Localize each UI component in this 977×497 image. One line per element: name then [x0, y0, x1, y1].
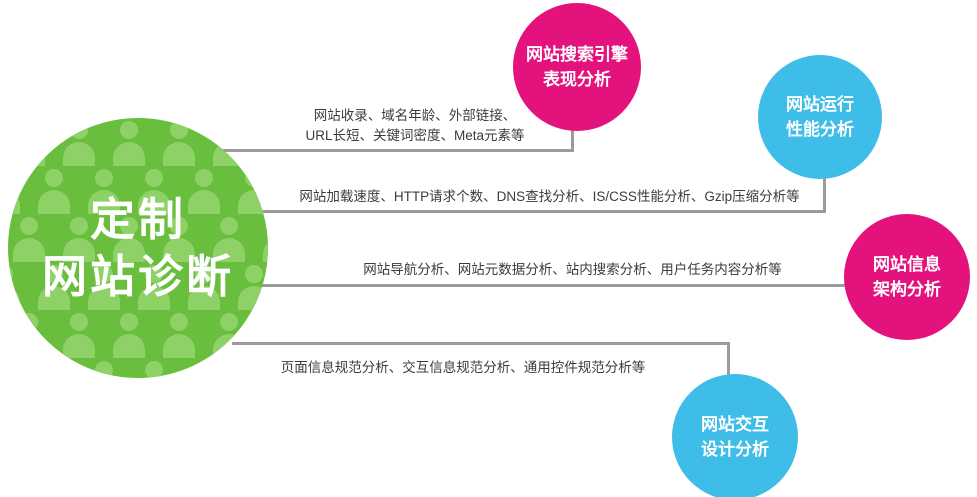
connector-label-text: 网站加载速度、HTTP请求个数、DNS查找分析、IS/CSS性能分析、Gzip压… [299, 189, 800, 204]
node-search-engine-analysis: 网站搜索引擎 表现分析 [513, 3, 641, 131]
connector-interaction-vertical-line [727, 342, 730, 378]
node-label: 网站信息 架构分析 [873, 255, 941, 299]
main-title-line1: 定制 [89, 194, 186, 245]
connector-label-text: 页面信息规范分析、交互信息规范分析、通用控件规范分析等 [280, 360, 646, 375]
connector-interaction-horizontal-line [232, 342, 730, 345]
connector-performance-horizontal-line [248, 210, 826, 213]
connector-interaction-label: 页面信息规范分析、交互信息规范分析、通用控件规范分析等 [238, 358, 688, 378]
connector-label-text: URL长短、关键词密度、Meta元素等 [305, 128, 525, 143]
node-performance-analysis: 网站运行 性能分析 [758, 55, 882, 179]
connector-architecture-horizontal-line [260, 284, 850, 287]
people-pattern [8, 118, 268, 378]
connector-performance-vertical-line [823, 176, 826, 213]
connector-search-engine-horizontal-line [222, 149, 574, 152]
main-circle: 定制 网站诊断 [8, 118, 268, 378]
node-information-architecture-analysis: 网站信息 架构分析 [844, 214, 970, 340]
main-title: 定制 网站诊断 [8, 118, 268, 378]
node-interaction-design-analysis: 网站交互 设计分析 [672, 374, 798, 497]
connector-search-engine-label: 网站收录、域名年龄、外部链接、 URL长短、关键词密度、Meta元素等 [255, 106, 575, 146]
connector-label-text: 网站导航分析、网站元数据分析、站内搜索分析、用户任务内容分析等 [363, 262, 782, 277]
node-label: 网站交互 设计分析 [701, 415, 769, 459]
connector-label-text: 网站收录、域名年龄、外部链接、 [313, 108, 517, 123]
connector-architecture-label: 网站导航分析、网站元数据分析、站内搜索分析、用户任务内容分析等 [300, 260, 845, 280]
connector-performance-label: 网站加载速度、HTTP请求个数、DNS查找分析、IS/CSS性能分析、Gzip压… [262, 187, 837, 207]
connector-search-engine-vertical-line [571, 126, 574, 152]
node-label: 网站搜索引擎 表现分析 [526, 45, 628, 89]
node-label: 网站运行 性能分析 [786, 95, 854, 139]
main-title-line2: 网站诊断 [41, 251, 234, 302]
